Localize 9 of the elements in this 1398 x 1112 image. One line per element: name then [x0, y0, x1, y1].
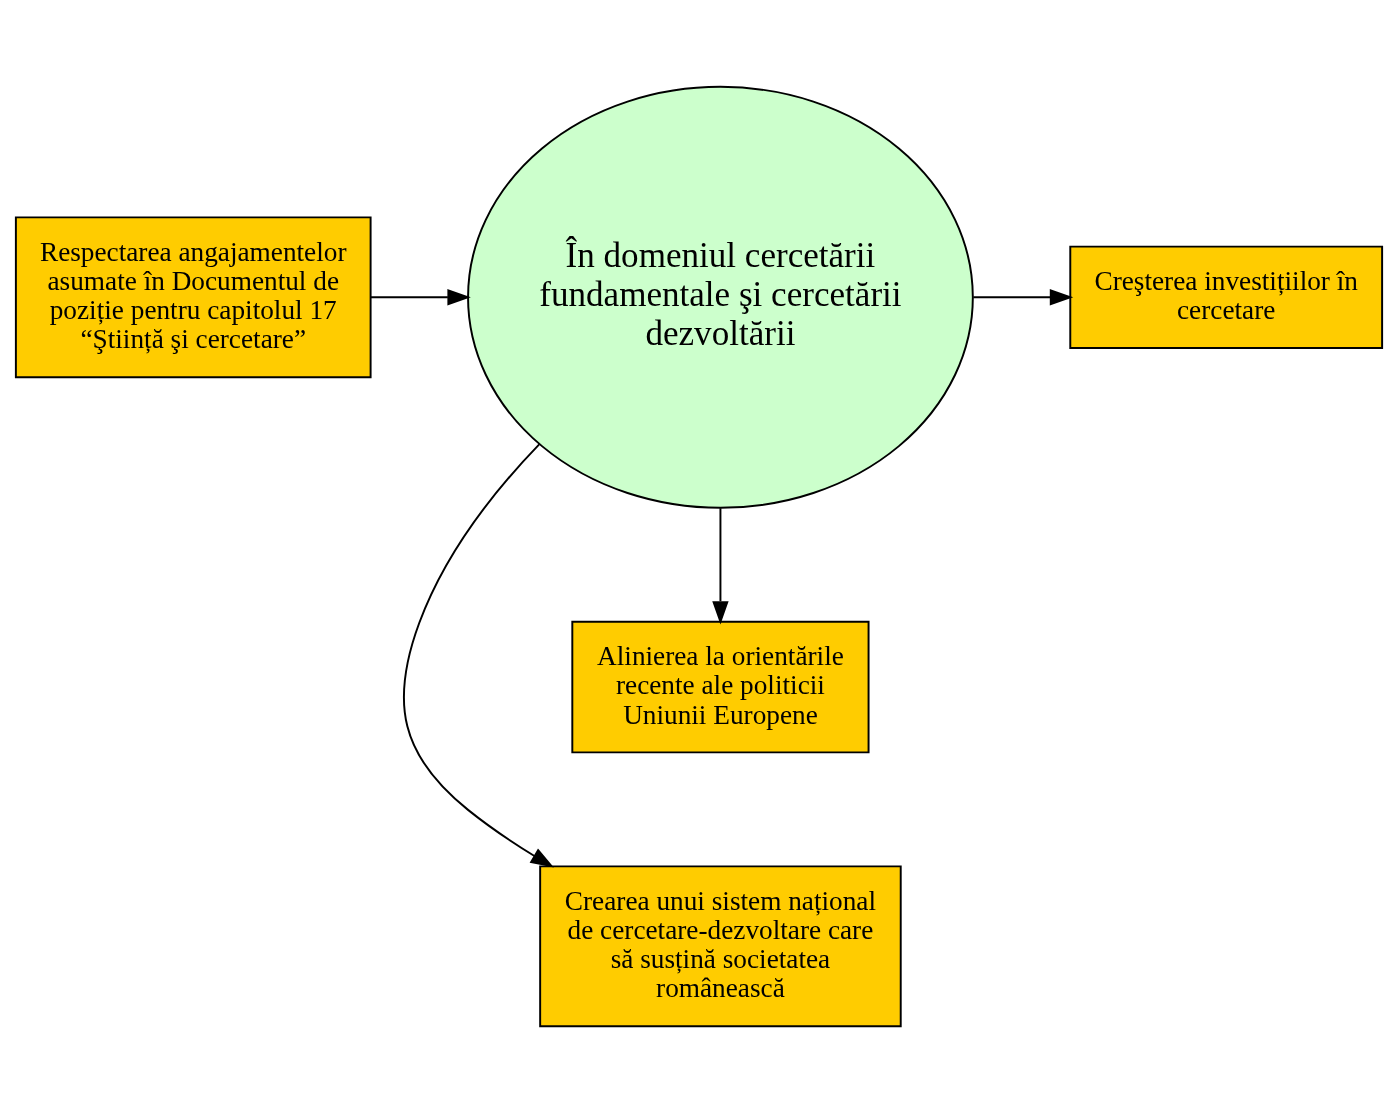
node-ellipse: În domeniul cercetării fundamentale şi cercetării dezvoltării: [467, 85, 974, 509]
arrow: [369, 288, 471, 305]
node-box: Alinierea la orientările recente ale politicii Uniunii Europene: [571, 620, 870, 753]
node-box: Respectarea angajamentelor asumate în Documentul de poziție pentru capitolul 17 “Ştiință şi cercetare”: [14, 215, 372, 378]
node-box: Creşterea investițiilor în cercetare: [1069, 245, 1384, 349]
arrow: [972, 288, 1074, 305]
arrow: [712, 506, 729, 625]
node-box: Crearea unui sistem național de cercetare-dezvoltare care să susțină societatea românească: [539, 864, 902, 1027]
arrow: [402, 442, 554, 868]
